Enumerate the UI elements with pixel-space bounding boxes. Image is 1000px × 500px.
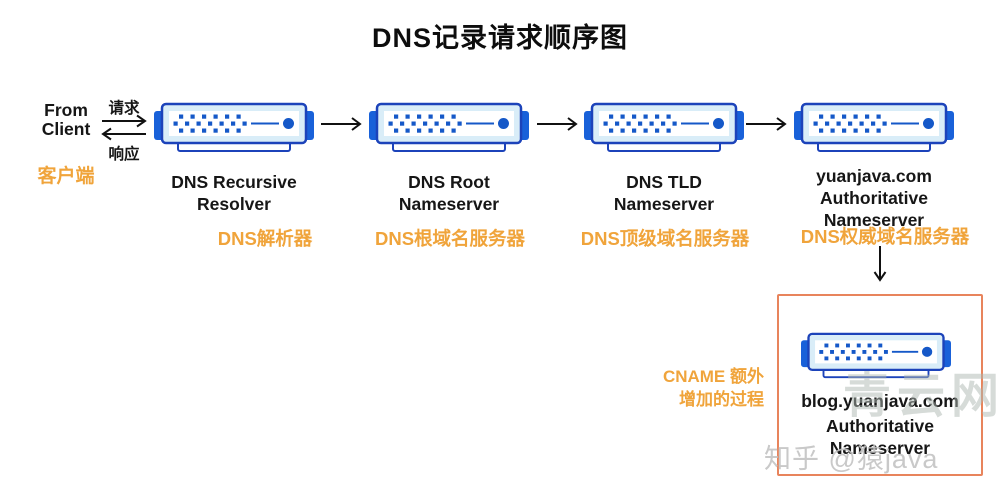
arrow-tld-to-authoritative-icon <box>745 116 787 132</box>
label-authoritative-line1: yuanjava.com <box>816 166 932 186</box>
label-blog-authoritative: Authoritative <box>826 416 934 436</box>
label-cn-tld: DNS顶级域名服务器 <box>580 228 750 249</box>
label-root-nameserver-line2: Nameserver <box>398 194 500 214</box>
label-blog-nameserver: Nameserver <box>829 438 931 458</box>
cname-note-line1: CNAME 额外 <box>662 367 764 386</box>
label-blog-domain: blog.yuanjava.com <box>801 391 959 411</box>
label-authoritative-line2: Authoritative <box>820 188 928 208</box>
watermark-secondary: 知乎 @猿java <box>764 444 939 474</box>
server-icon-authoritative-nameserver <box>794 102 954 154</box>
label-root-nameserver: DNS Root Nameserver <box>349 171 549 215</box>
label-authoritative-nameserver: yuanjava.com Authoritative Nameserver <box>774 165 974 231</box>
label-recursive-resolver-line1: DNS Recursive <box>171 172 297 192</box>
label-recursive-resolver: DNS Recursive Resolver <box>134 171 334 215</box>
label-tld-nameserver-line1: DNS TLD <box>626 172 702 192</box>
response-label: 响应 <box>108 146 140 163</box>
cname-note: CNAME 额外 增加的过程 <box>598 365 764 411</box>
client-label-cn: 客户端 <box>37 166 95 187</box>
server-icon-recursive-resolver <box>154 102 314 154</box>
label-cn-resolver: DNS解析器 <box>217 228 313 249</box>
server-icon-blog-authoritative <box>801 332 951 380</box>
client-label-line1: From <box>44 100 88 120</box>
arrow-down-to-cname-icon <box>871 246 889 282</box>
arrow-root-to-tld-icon <box>536 116 578 132</box>
client-label-line2: Client <box>41 119 91 139</box>
request-response-arrows-icon <box>100 114 148 142</box>
label-root-nameserver-line1: DNS Root <box>408 172 490 192</box>
cname-note-line2: 增加的过程 <box>679 390 764 409</box>
watermark-primary: 青云网 <box>843 370 1000 423</box>
request-label: 请求 <box>108 100 140 117</box>
client-label: From Client <box>30 101 102 139</box>
cname-box <box>777 294 983 476</box>
server-icon-root-nameserver <box>369 102 529 154</box>
label-tld-nameserver-line2: Nameserver <box>613 194 715 214</box>
label-authoritative-line3: Nameserver <box>823 210 925 230</box>
server-icon-tld-nameserver <box>584 102 744 154</box>
label-tld-nameserver: DNS TLD Nameserver <box>564 171 764 215</box>
label-cn-root: DNS根域名服务器 <box>374 228 526 249</box>
arrow-resolver-to-root-icon <box>320 116 362 132</box>
label-recursive-resolver-line2: Resolver <box>197 194 271 214</box>
diagram-title: DNS记录请求顺序图 <box>371 23 628 53</box>
label-cn-authoritative: DNS权威域名服务器 <box>800 226 970 247</box>
